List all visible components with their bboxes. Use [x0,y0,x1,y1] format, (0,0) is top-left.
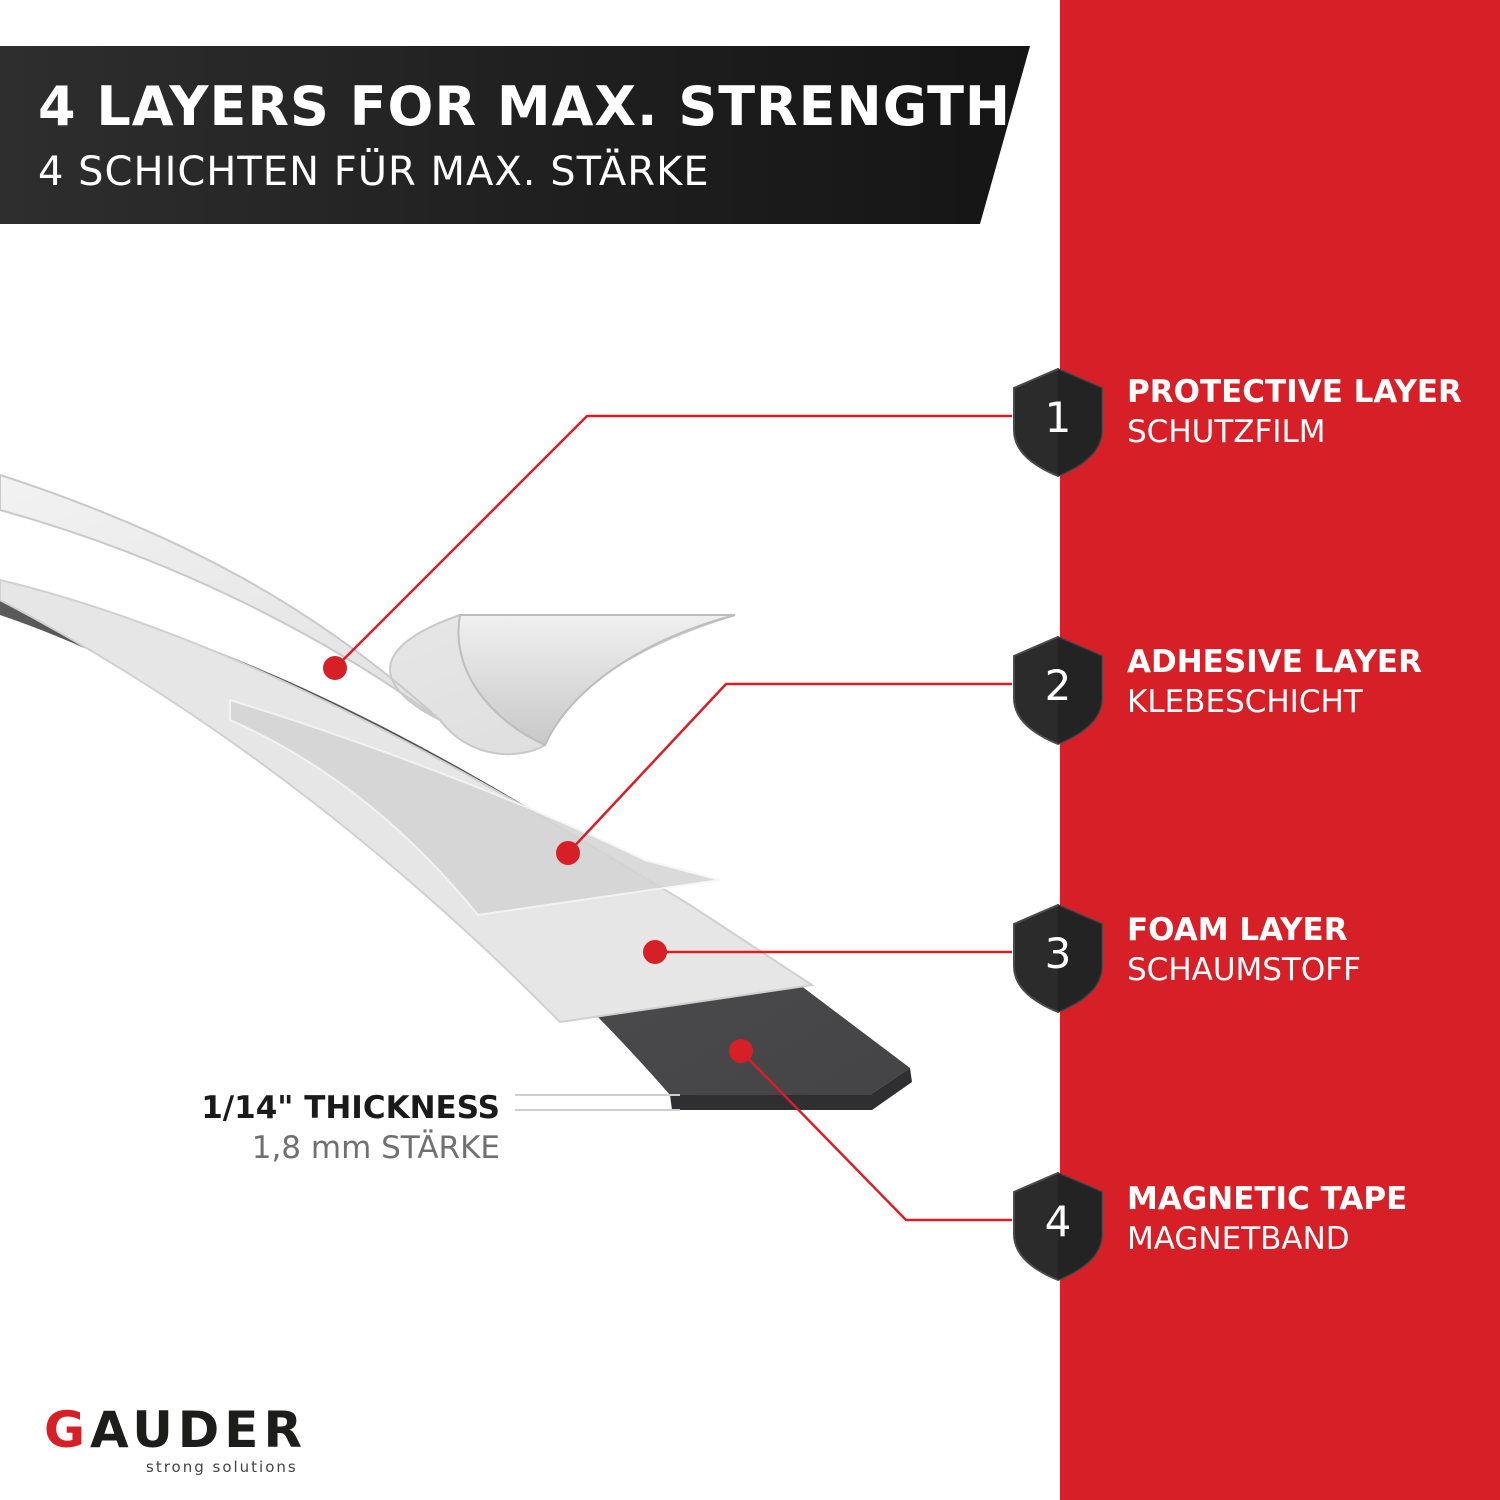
thickness-label-de: 1,8 mm STÄRKE [251,1130,500,1166]
layer-3-label: FOAM LAYER SCHAUMSTOFF [1127,910,1487,990]
layer-3-title-de: SCHAUMSTOFF [1127,952,1361,988]
layer-2-badge: 2 [1010,634,1106,746]
layer-2-title-de: KLEBESCHICHT [1127,684,1363,720]
callout-dot-1 [323,656,347,680]
page-subtitle: 4 SCHICHTEN FÜR MAX. STÄRKE [38,149,710,195]
layer-2-number: 2 [1044,661,1072,710]
protective-film-curl-tip [457,614,736,747]
layer-1-title-de: SCHUTZFILM [1127,414,1326,450]
brand-name: GAUDER [44,1400,307,1460]
layer-3-number: 3 [1044,929,1072,978]
brand-name-rest: AUDER [90,1401,307,1459]
layer-4-badge: 4 [1010,1170,1106,1282]
header-banner-background [0,46,1030,224]
magnetic-tape-edge [670,1068,912,1110]
layer-1-title-en: PROTECTIVE LAYER [1127,374,1462,410]
layer-1-label: PROTECTIVE LAYER SCHUTZFILM [1127,372,1487,452]
adhesive-layer-shape [229,698,721,917]
layer-1-number: 1 [1044,393,1072,442]
brand-slogan: strong solutions [146,1458,298,1476]
layer-4-number: 4 [1044,1197,1072,1246]
shield-icon [1013,367,1103,478]
page-title: 4 LAYERS FOR MAX. STRENGTH [38,75,1012,138]
red-side-panel [1060,0,1500,1500]
layer-4-label: MAGNETIC TAPE MAGNETBAND [1127,1179,1487,1259]
callout-line-2 [567,682,1012,854]
header-banner: 4 LAYERS FOR MAX. STRENGTH 4 SCHICHTEN F… [0,46,1030,224]
thickness-label-en: 1/14" THICKNESS [201,1090,500,1126]
callout-line-1 [334,414,1012,669]
layer-4-title-de: MAGNETBAND [1127,1221,1350,1257]
shield-icon [1013,903,1103,1014]
thickness-annotation: 1/14" THICKNESS 1,8 mm STÄRKE [120,1088,500,1168]
layer-3-badge: 3 [1010,902,1106,1014]
callout-dot-4 [729,1039,753,1063]
layer-2-label: ADHESIVE LAYER KLEBESCHICHT [1127,642,1487,722]
callout-line-4 [740,1050,1012,1222]
callout-dot-3 [643,940,667,964]
shield-icon [1013,635,1103,746]
layer-2-title-en: ADHESIVE LAYER [1127,644,1422,680]
callout-dot-2 [556,841,580,865]
brand-initial: G [44,1401,91,1459]
layer-1-badge: 1 [1010,366,1106,478]
layer-3-title-en: FOAM LAYER [1127,912,1348,948]
layer-4-title-en: MAGNETIC TAPE [1127,1181,1408,1217]
shield-icon [1013,1171,1103,1282]
